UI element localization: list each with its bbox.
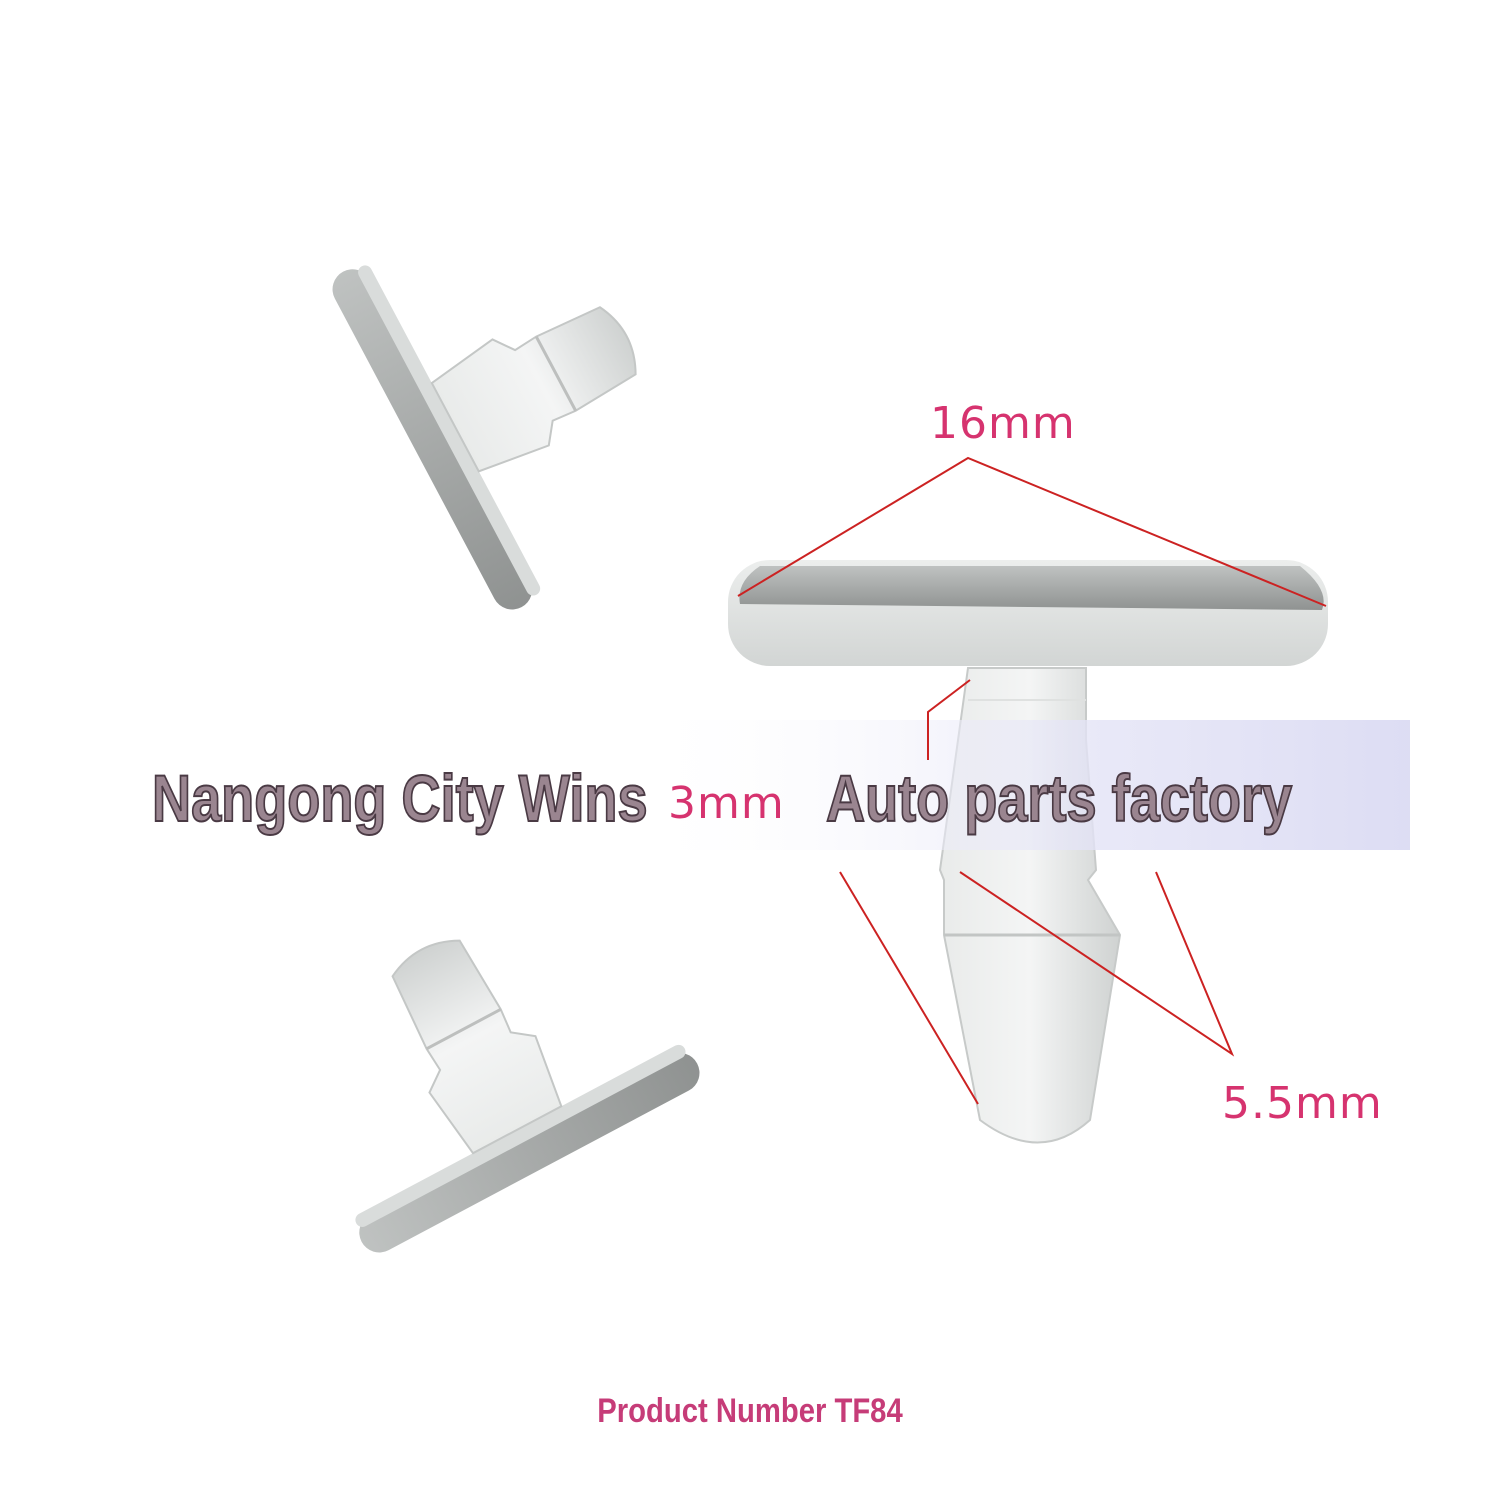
watermark-band	[630, 720, 1410, 850]
watermark-left: Nangong City Wins	[151, 760, 648, 836]
dimension-width-label: 16mm	[930, 398, 1076, 449]
clip-top-left	[332, 265, 637, 610]
dimension-lines	[737, 456, 1327, 1105]
dimension-head-label: 3mm	[668, 778, 785, 829]
clip-bottom-left	[355, 939, 700, 1253]
clip-main	[728, 560, 1328, 1144]
watermark-right: Auto parts factory	[825, 760, 1293, 836]
dimension-shank-label: 5.5mm	[1222, 1078, 1383, 1129]
product-number: Product Number TF84	[597, 1392, 903, 1430]
